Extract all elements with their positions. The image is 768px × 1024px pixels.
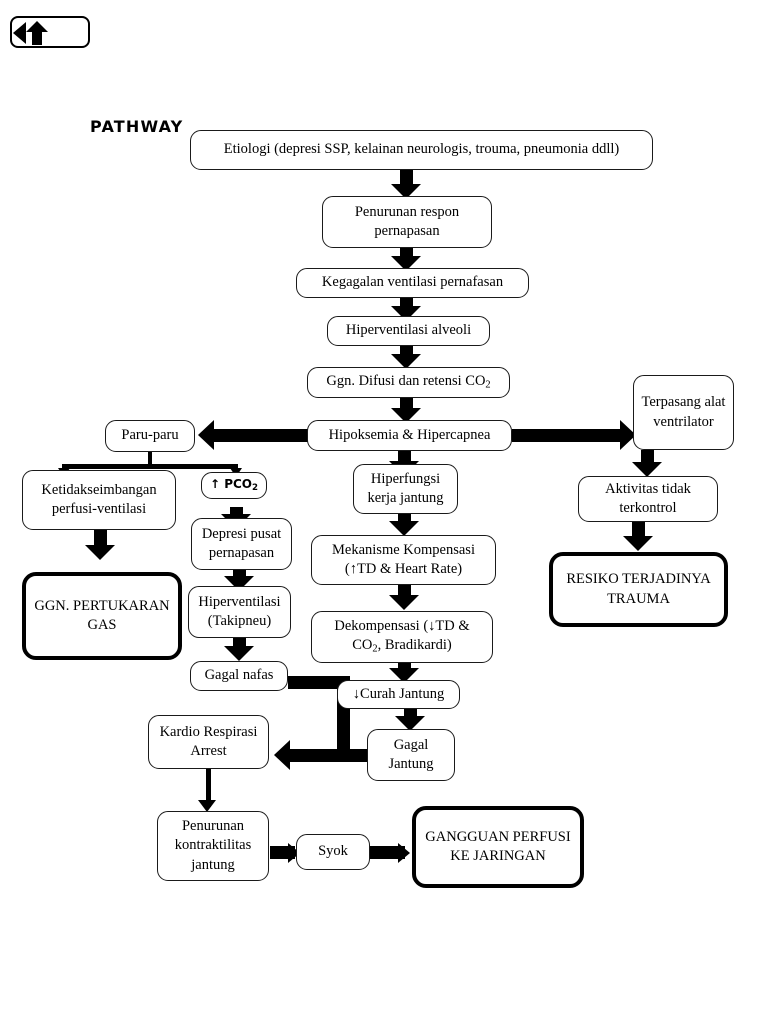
page-title: PATHWAY — [90, 117, 184, 136]
edge-dekompensasi-curah — [398, 662, 411, 672]
arrowhead-down — [391, 256, 421, 271]
node-gagal-jantung[interactable]: Gagal Jantung — [367, 729, 455, 781]
node-syok[interactable]: Syok — [296, 834, 370, 870]
arrowhead-down — [623, 536, 653, 551]
arrowhead-down — [632, 462, 662, 477]
node-depresi-pusat-pernapasan[interactable]: Depresi pusat pernapasan — [191, 518, 292, 570]
left-triangle-icon — [13, 22, 26, 44]
node-kegagalan-ventilasi[interactable]: Kegagalan ventilasi pernafasan — [296, 268, 529, 298]
node-paru-paru[interactable]: Paru-paru — [105, 420, 195, 452]
node-curah-jantung[interactable]: ↓Curah Jantung — [337, 680, 460, 709]
node-etiologi[interactable]: Etiologi (depresi SSP, kelainan neurolog… — [190, 130, 653, 170]
node-aktivitas-tidak-terkontrol[interactable]: Aktivitas tidak terkontrol — [578, 476, 718, 522]
arrowhead-down — [391, 408, 421, 423]
up-arrow-icon — [24, 20, 50, 46]
node-gagal-nafas[interactable]: Gagal nafas — [190, 661, 288, 691]
node-dekompensasi[interactable]: Dekompensasi (↓TD & CO2, Bradikardi) — [311, 611, 493, 663]
back-arrow-control[interactable] — [10, 16, 90, 48]
edge-hipoksemia-ventilator — [512, 429, 624, 442]
node-kardio-respirasi-arrest[interactable]: Kardio Respirasi Arrest — [148, 715, 269, 769]
arrowhead-right — [620, 420, 636, 450]
node-mekanisme-kompensasi[interactable]: Mekanisme Kompensasi (↑TD & Heart Rate) — [311, 535, 496, 585]
node-ketidakseimbangan-perfusi-ventilasi[interactable]: Ketidakseimbangan perfusi-ventilasi — [22, 470, 176, 530]
node-penurunan-kontraktilitas-jantung[interactable]: Penurunan kontraktilitas jantung — [157, 811, 269, 881]
edge-paruparu-right-drop — [234, 464, 238, 470]
arrowhead-down — [224, 646, 254, 661]
edge-paruparu-left-drop — [62, 464, 66, 470]
edge-hipoksemia-paruparu — [213, 429, 313, 442]
node-hiperventilasi-alveoli[interactable]: Hiperventilasi alveoli — [327, 316, 490, 346]
arrowhead-left — [274, 740, 290, 770]
arrowhead-left — [198, 420, 214, 450]
arrowhead-down — [389, 595, 419, 610]
node-hiperfungsi-kerja-jantung[interactable]: Hiperfungsi kerja jantung — [353, 464, 458, 514]
node-pco2[interactable]: ↑ PCO2 — [201, 472, 267, 499]
arrowhead-down — [391, 184, 421, 199]
arrowhead-right-small — [398, 843, 410, 863]
arrowhead-down — [389, 668, 419, 683]
arrowhead-down — [389, 521, 419, 536]
edge-paruparu-bar — [62, 464, 237, 469]
node-penurunan-respon[interactable]: Penurunan respon pernapasan — [322, 196, 492, 248]
arrowhead-down — [85, 545, 115, 560]
node-gangguan-perfusi-ke-jaringan[interactable]: GANGGUAN PERFUSI KE JARINGAN — [412, 806, 584, 888]
edge-syok-gangguan — [370, 846, 405, 859]
node-terpasang-alat-ventrilator[interactable]: Terpasang alat ventrilator — [633, 375, 734, 450]
edge-kardio-penurunan — [206, 769, 211, 807]
edge-gagalnafas-elbow-h — [288, 676, 350, 689]
edge-etiologi-penurunan — [400, 168, 413, 186]
node-hiperventilasi-takipneu[interactable]: Hiperventilasi (Takipneu) — [188, 586, 291, 638]
edge-paruparu-stub — [148, 452, 152, 468]
node-ggn-pertukaran-gas[interactable]: GGN. PERTUKARAN GAS — [22, 572, 182, 660]
arrowhead-down-medium — [198, 800, 216, 812]
edge-gagaljantung-kardio — [290, 749, 375, 762]
arrowhead-down — [391, 354, 421, 369]
node-hipoksemia-hipercapnea[interactable]: Hipoksemia & Hipercapnea — [307, 420, 512, 451]
node-resiko-terjadinya-trauma[interactable]: RESIKO TERJADINYA TRAUMA — [549, 552, 728, 627]
arrowhead-down — [395, 716, 425, 731]
node-ggn-difusi[interactable]: Ggn. Difusi dan retensi CO2 — [307, 367, 510, 398]
